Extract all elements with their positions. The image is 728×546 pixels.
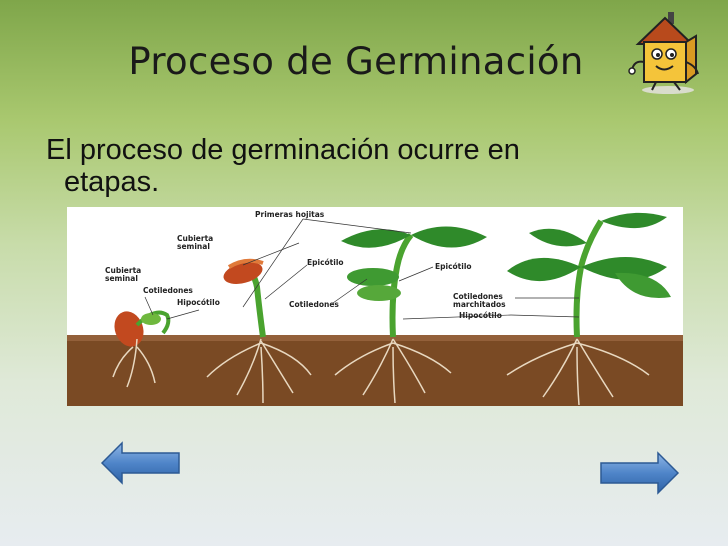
label-cotiledones-marchitados-1: Cotiledones — [453, 292, 503, 301]
slide-body-text: El proceso de germinación ocurre en etap… — [46, 134, 606, 198]
label-epicotilo-3: Epicótilo — [435, 262, 472, 271]
label-cotiledones-1: Cotiledones — [143, 286, 193, 295]
arrow-right-icon — [600, 451, 680, 495]
arrow-left-icon — [100, 441, 180, 485]
prev-slide-button[interactable] — [100, 441, 180, 485]
label-epicotilo-2: Epicótilo — [307, 258, 344, 267]
label-primeras-hojitas: Primeras hojitas — [255, 210, 325, 219]
stage-1-seed — [112, 310, 171, 388]
body-line-1: El proceso de germinación ocurre en — [46, 134, 520, 166]
label-cotiledones-marchitados-2: marchitados — [453, 300, 506, 309]
label-hipocotilo-4: Hipocótilo — [459, 311, 502, 320]
label-cubierta-seminal-1b: seminal — [105, 274, 138, 283]
label-cotiledones-3: Cotiledones — [289, 300, 339, 309]
label-cubierta-seminal-2b: seminal — [177, 242, 210, 251]
label-cubierta-seminal-1: Cubierta — [105, 266, 141, 275]
house-mascot-icon — [628, 12, 699, 94]
stage-3-seedling — [334, 226, 487, 404]
germination-figure: Cubierta seminal Cotiledones Hipocótilo … — [67, 207, 683, 406]
label-cubierta-seminal-2: Cubierta — [177, 234, 213, 243]
slide-title: Proceso de Germinación — [128, 40, 584, 83]
next-slide-button[interactable] — [600, 451, 680, 495]
soil — [67, 335, 683, 406]
stage-4-plant — [506, 212, 671, 406]
label-hipocotilo-1: Hipocótilo — [177, 298, 220, 307]
body-line-2: etapas. — [64, 166, 160, 198]
